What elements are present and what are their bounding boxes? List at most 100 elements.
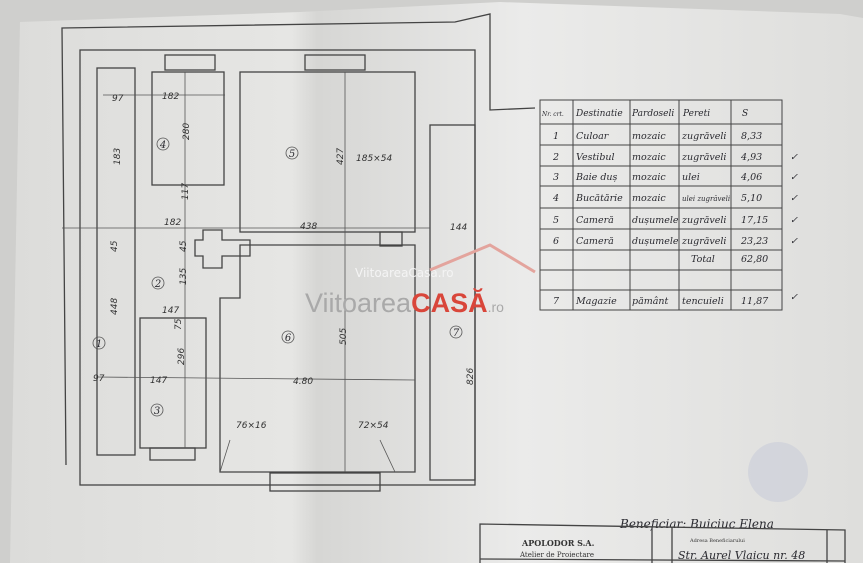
room-3: 3 xyxy=(150,403,164,417)
dimension: 45 xyxy=(110,240,120,252)
checkmark-icon: ✓ xyxy=(790,215,798,226)
checkmark-icon: ✓ xyxy=(790,236,798,247)
paper-sheet xyxy=(10,2,863,563)
header-pereti: Pereti xyxy=(682,109,710,119)
cell-destinatie: Magazie xyxy=(575,296,617,307)
cell-destinatie: Vestibul xyxy=(576,152,615,163)
cell-pereti: zugrăveli xyxy=(681,236,726,247)
table-header: Nr. crt. Destinatie Pardoseli Pereti S xyxy=(541,109,748,119)
cell-pardoseli: mozaic xyxy=(632,172,666,183)
dimension: 438 xyxy=(300,222,317,232)
dimension: 505 xyxy=(339,328,349,345)
cell-pardoseli: pământ xyxy=(632,296,669,307)
room-number: 2 xyxy=(154,279,161,290)
dimension: 72×54 xyxy=(358,421,389,431)
company-sub: Atelier de Proiectare xyxy=(519,551,594,559)
checkmark-icon: ✓ xyxy=(790,193,798,204)
cell-pardoseli: mozaic xyxy=(632,152,666,163)
cell-nr: 4 xyxy=(552,193,559,204)
dimension: 147 xyxy=(162,306,179,316)
checkmark-icon: ✓ xyxy=(790,292,798,303)
cell-area: 4,06 xyxy=(740,172,762,183)
room-7: 7 xyxy=(449,325,463,339)
cell-nr: 2 xyxy=(552,152,559,163)
dimension: 182 xyxy=(164,218,181,228)
cell-nr: 7 xyxy=(553,296,560,307)
dimension: 296 xyxy=(177,348,187,365)
dimension: 183 xyxy=(113,148,123,165)
dimension-labels: 97 182 183 280 117 182 438 427 185×54 14… xyxy=(93,92,476,431)
dimension: 45 xyxy=(179,240,189,252)
cell-area: 23,23 xyxy=(740,236,768,247)
cell-pardoseli: mozaic xyxy=(632,193,666,204)
cell-pereti: zugrăveli xyxy=(681,131,726,142)
address: Str. Aurel Vlaicu nr. 48 xyxy=(678,549,805,562)
dimension: 4.80 xyxy=(293,377,313,387)
dimension: 182 xyxy=(162,92,179,102)
cell-pardoseli: dușumele xyxy=(632,215,679,226)
cell-pereti: zugrăveli xyxy=(681,215,726,226)
cell-pereti: ulei xyxy=(682,172,700,183)
cell-pardoseli: mozaic xyxy=(632,131,666,142)
room-2: 2 xyxy=(151,276,165,290)
dimension: 97 xyxy=(93,374,105,384)
room-6: 6 xyxy=(281,330,295,344)
dimension: 147 xyxy=(150,376,167,386)
dimension: 75 xyxy=(174,318,184,330)
cell-area: 5,10 xyxy=(741,193,762,204)
total-value: 62,80 xyxy=(741,254,768,265)
dimension: 280 xyxy=(182,123,192,140)
dimension: 427 xyxy=(336,148,346,165)
cell-pereti: zugrăveli xyxy=(681,152,726,163)
room-number: 6 xyxy=(285,333,292,344)
cell-destinatie: Baie duș xyxy=(575,172,618,183)
checkmark-icon: ✓ xyxy=(790,152,798,163)
room-number: 5 xyxy=(289,149,295,160)
header-pardoseli: Pardoseli xyxy=(631,109,674,119)
watermark: ViitoareaCasa.ro ViitoareaCASĂ.ro xyxy=(305,243,536,318)
dimension: 117 xyxy=(181,183,191,200)
room-1: 1 xyxy=(92,336,106,350)
room-5: 5 xyxy=(285,146,299,160)
header-nr: Nr. crt. xyxy=(541,111,564,118)
checkmark-icon: ✓ xyxy=(790,172,798,183)
cell-destinatie: Cameră xyxy=(576,236,614,247)
room-schedule-table: Nr. crt. Destinatie Pardoseli Pereti S 1… xyxy=(539,99,798,311)
room-labels: 1 2 3 4 5 6 7 xyxy=(92,137,463,417)
cell-destinatie: Bucătărie xyxy=(575,193,623,204)
room-number: 3 xyxy=(154,406,160,417)
stamp xyxy=(748,442,808,502)
dimension: 144 xyxy=(450,223,467,233)
dimension: 76×16 xyxy=(236,421,267,431)
room-number: 4 xyxy=(159,140,166,151)
cell-destinatie: Cameră xyxy=(576,215,614,226)
watermark-small: ViitoareaCasa.ro xyxy=(355,266,454,280)
cell-pardoseli: dușumele xyxy=(632,236,679,247)
header-destinatie: Destinatie xyxy=(575,109,623,119)
room-number: 7 xyxy=(453,328,460,339)
cell-nr: 5 xyxy=(553,215,559,226)
room-4: 4 xyxy=(156,137,170,151)
title-block: Beneficiar: Buiciuc Elena APOLODOR S.A. … xyxy=(479,517,846,563)
total-label: Total xyxy=(691,254,715,265)
header-s: S xyxy=(742,109,748,119)
cell-area: 4,93 xyxy=(740,152,762,163)
cell-nr: 1 xyxy=(553,131,559,142)
plan-walls xyxy=(61,13,536,492)
cell-nr: 3 xyxy=(553,172,559,183)
dimension: 826 xyxy=(466,368,476,385)
cell-area: 8,33 xyxy=(741,131,762,142)
room-number: 1 xyxy=(96,339,102,350)
dimension: 448 xyxy=(110,298,120,315)
cell-area: 17,15 xyxy=(741,215,768,226)
dimension: 185×54 xyxy=(356,154,392,164)
watermark-large: ViitoareaCASĂ.ro xyxy=(305,287,504,318)
dimension: 97 xyxy=(112,94,124,104)
cell-pereti: tencuieli xyxy=(682,296,724,307)
watermark-roof-icon xyxy=(429,243,536,274)
company-name: APOLODOR S.A. xyxy=(521,538,595,548)
cell-area: 11,87 xyxy=(741,296,769,307)
cell-pereti: ulei zugrăveli xyxy=(682,195,730,203)
